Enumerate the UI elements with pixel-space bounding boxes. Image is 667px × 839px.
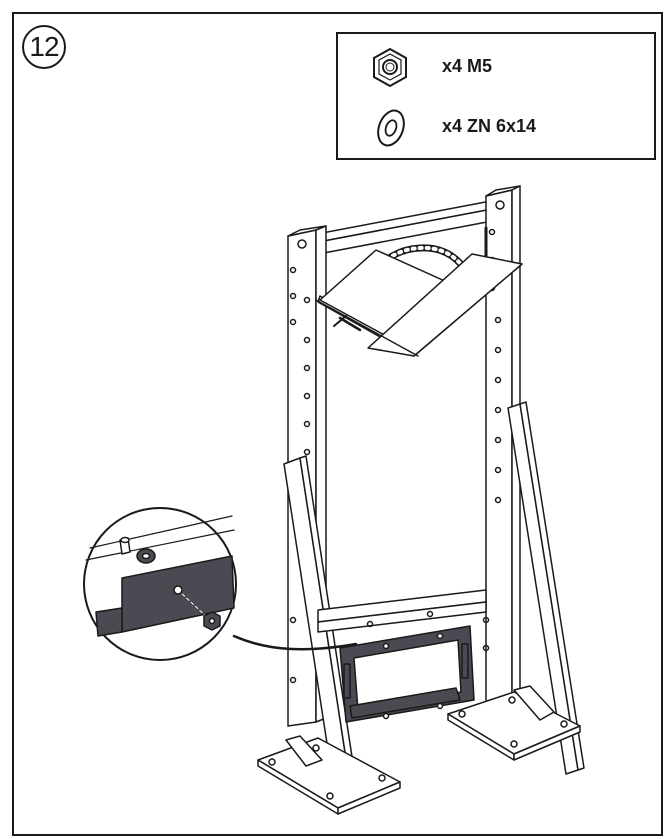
right-foot-plate — [447, 685, 581, 761]
detail-leader-line — [232, 634, 358, 651]
part-label-nut: x4 M5 — [442, 56, 493, 76]
detail-magnifier — [83, 507, 237, 661]
lower-crossbar — [317, 589, 487, 633]
right-diagonal-brace — [507, 401, 585, 775]
parts-list-box: x4 M5 x4 ZN 6x14 — [336, 32, 656, 160]
step-number-badge: 12 — [22, 25, 66, 69]
washer-icon — [377, 109, 405, 147]
part-label-washer: x4 ZN 6x14 — [442, 116, 537, 136]
page-frame — [12, 12, 663, 836]
hex-nut-icon — [373, 47, 407, 88]
top-crossbar — [295, 199, 509, 257]
mounting-frame — [339, 625, 475, 723]
tilted-tray — [315, 249, 523, 357]
left-foot-plate — [257, 735, 401, 815]
step-number: 12 — [29, 31, 59, 62]
